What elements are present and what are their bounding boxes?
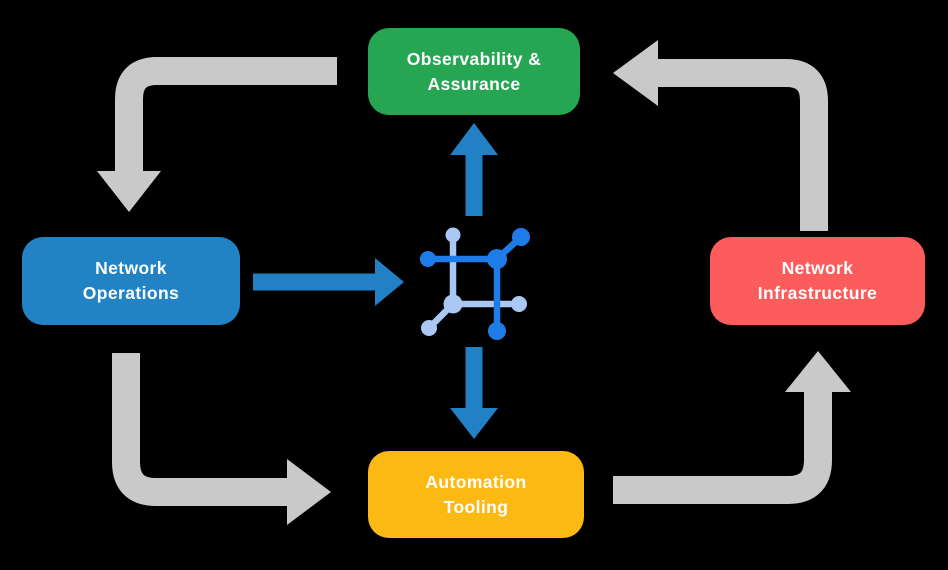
arrowhead-right-icon <box>287 459 331 525</box>
icon-light-dots <box>421 227 527 336</box>
icon-bright-dots <box>420 228 530 340</box>
node-label-automation-tooling: Automation Tooling <box>425 471 527 517</box>
cycle-arrow-top-left <box>97 57 337 212</box>
node-network-operations: Network Operations <box>22 237 240 325</box>
flow-arrow-center-to-observability <box>450 123 498 216</box>
cycle-arrow-bottom-left <box>112 353 331 525</box>
arrowhead-up-icon <box>450 123 498 155</box>
arrowhead-left-icon <box>613 40 658 106</box>
flow-arrow-operations-to-center <box>253 258 404 306</box>
cycle-arrow-top-right <box>613 40 828 231</box>
arrowhead-up-icon <box>785 351 851 392</box>
node-observability-assurance: Observability & Assurance <box>368 28 580 115</box>
node-label-network-infrastructure: Network Infrastructure <box>757 258 878 303</box>
arrowhead-down-icon <box>450 408 498 439</box>
arrowhead-right-icon <box>375 258 404 306</box>
node-label-network-operations: Network Operations <box>82 258 180 303</box>
network-automation-icon <box>420 227 530 340</box>
cycle-arrow-bottom-right <box>613 351 851 504</box>
node-automation-tooling: Automation Tooling <box>368 451 584 538</box>
node-label-observability-assurance: Observability & Assurance <box>406 48 542 94</box>
node-network-infrastructure: Network Infrastructure <box>710 237 925 325</box>
arrowhead-down-icon <box>97 171 161 212</box>
flow-arrow-center-to-automation <box>450 347 498 439</box>
